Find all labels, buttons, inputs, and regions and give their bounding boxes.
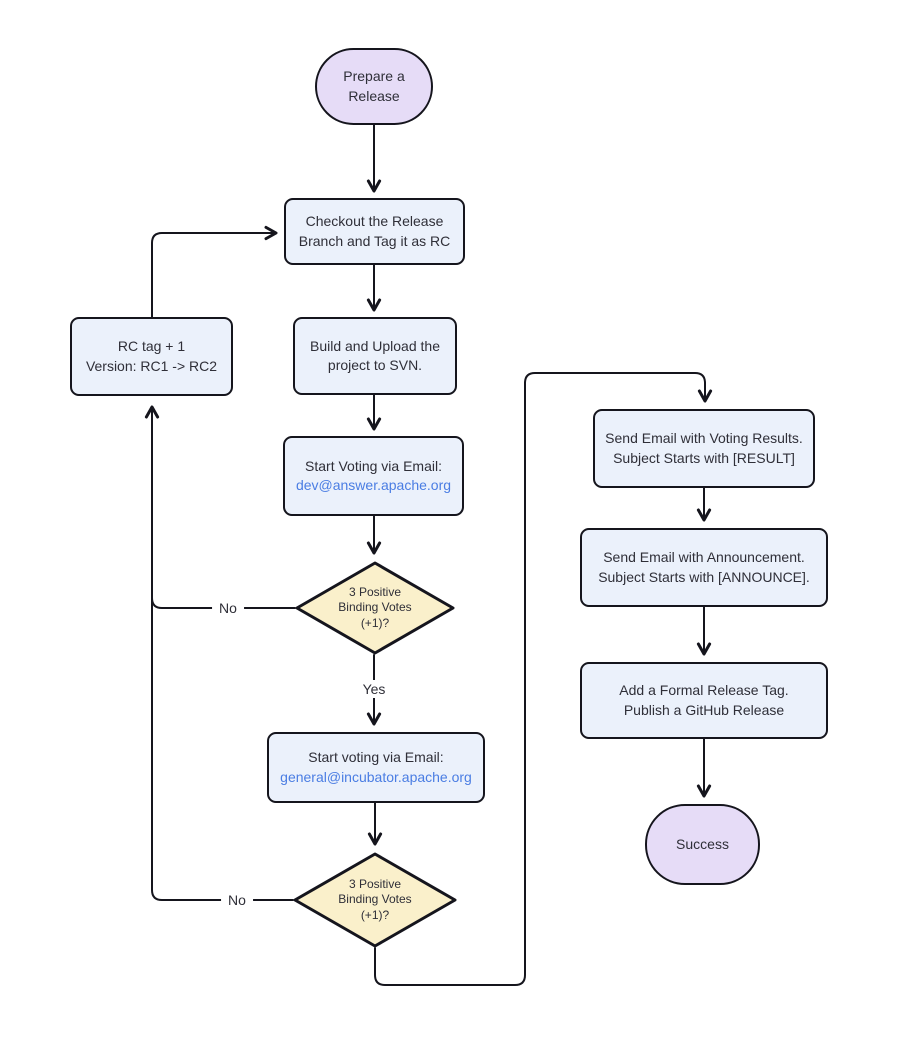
node-prepare-release-line1: Prepare a: [343, 68, 405, 85]
dev-mailing-list-link[interactable]: dev@answer.apache.org: [295, 477, 452, 493]
node-build-line1: Build and Upload the: [310, 337, 440, 354]
node-build-line2: project to SVN.: [327, 357, 423, 373]
node-results-line2: Subject Starts with [RESULT]: [613, 449, 795, 466]
edge-rcbump-checkout: [151, 225, 278, 318]
edge-label-no-2: No: [221, 891, 253, 909]
node-votegeneral-text: Start voting via Email:: [308, 749, 444, 766]
decision1-line2: Binding Votes: [338, 600, 412, 615]
node-formal-release-tag: Add a Formal Release Tag. Publish a GitH…: [580, 662, 828, 739]
edge-decision2-no-rcbump: [144, 405, 294, 901]
node-build-upload-svn: Build and Upload the project to SVN.: [293, 317, 457, 395]
node-success-label: Success: [676, 835, 729, 852]
decision2-line2: Binding Votes: [338, 892, 412, 907]
decision1-line1: 3 Positive: [348, 584, 401, 599]
node-checkout-line2: Branch and Tag it as RC: [298, 232, 451, 249]
edge-decision2-results: [374, 372, 713, 986]
node-checkout-line1: Checkout the Release: [305, 213, 444, 230]
node-rcbump-line1: RC tag + 1: [117, 338, 186, 355]
node-checkout-release-branch: Checkout the Release Branch and Tag it a…: [284, 198, 465, 265]
decision1-line3: (+1)?: [360, 615, 390, 630]
edge-label-no-1: No: [212, 599, 244, 617]
node-rc-tag-bump: RC tag + 1 Version: RC1 -> RC2: [70, 317, 233, 396]
decision-binding-votes-1: 3 Positive Binding Votes (+1)?: [295, 561, 455, 655]
node-send-announcement: Send Email with Announcement. Subject St…: [580, 528, 828, 607]
diamond-shape-2: [293, 852, 457, 948]
node-success: Success: [645, 804, 760, 885]
node-formal-line2: Publish a GitHub Release: [623, 701, 785, 718]
edge-label-yes: Yes: [355, 680, 393, 698]
node-send-voting-results: Send Email with Voting Results. Subject …: [593, 409, 815, 488]
node-prepare-release: Prepare a Release: [315, 48, 433, 125]
decision-binding-votes-2: 3 Positive Binding Votes (+1)?: [293, 852, 457, 948]
node-rcbump-line2: Version: RC1 -> RC2: [85, 357, 218, 374]
node-start-voting-dev: Start Voting via Email: dev@answer.apach…: [283, 436, 464, 516]
general-mailing-list-link[interactable]: general@incubator.apache.org: [280, 768, 472, 785]
node-start-voting-general: Start voting via Email: general@incubato…: [267, 732, 485, 803]
decision2-line3: (+1)?: [360, 907, 390, 922]
node-announce-line1: Send Email with Announcement.: [603, 549, 805, 566]
node-formal-line1: Add a Formal Release Tag.: [619, 682, 789, 699]
diamond-shape-1: [295, 561, 455, 655]
decision2-line1: 3 Positive: [348, 876, 401, 891]
node-prepare-release-line2: Release: [348, 87, 400, 104]
node-votedev-text: Start Voting via Email:: [305, 457, 442, 474]
node-results-line1: Send Email with Voting Results.: [605, 430, 803, 447]
node-announce-line2: Subject Starts with [ANNOUNCE].: [598, 568, 810, 585]
